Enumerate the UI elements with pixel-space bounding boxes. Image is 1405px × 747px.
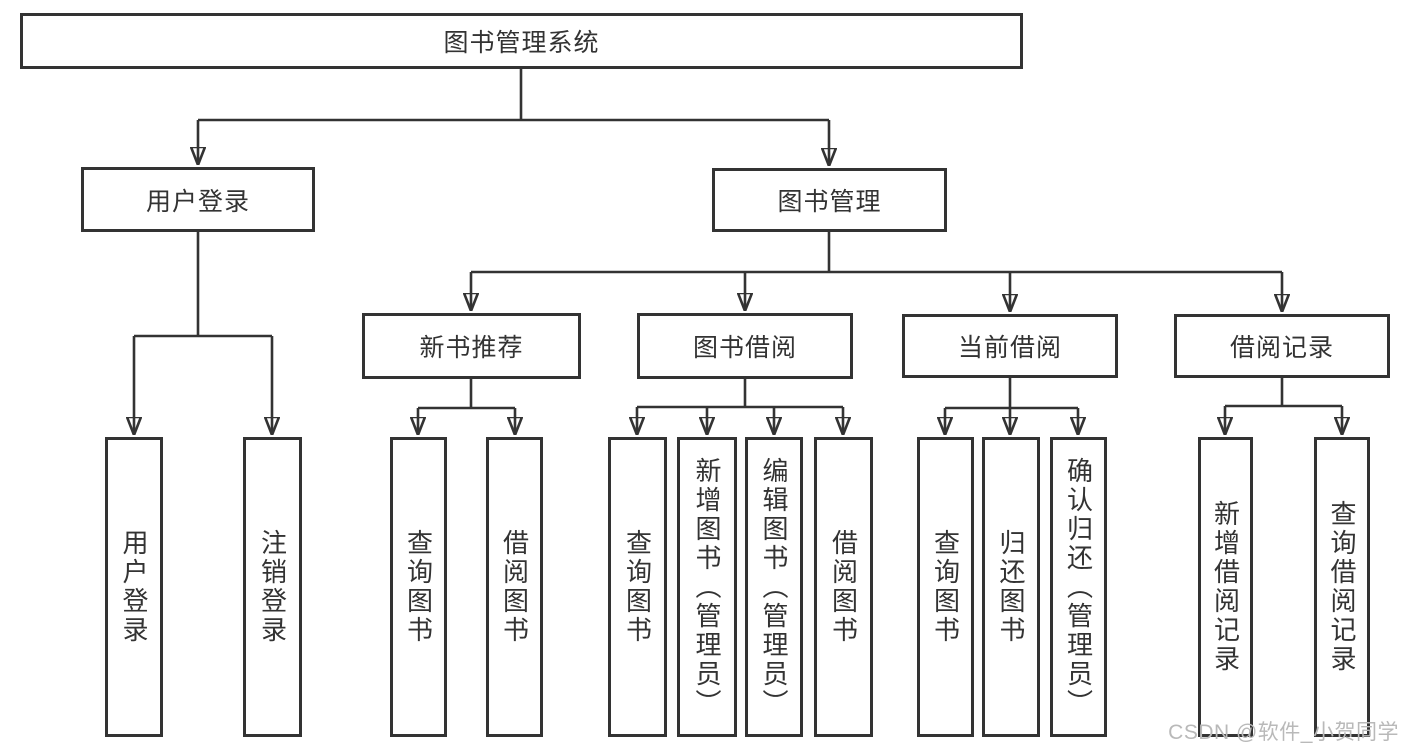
leaf-label: 借阅图书 [499, 529, 530, 645]
leaf-query-borrow-record: 查询借阅记录 [1314, 437, 1370, 737]
leaf-logout: 注销登录 [243, 437, 302, 737]
leaf-confirm-return-admin: 确认归还（管理员） [1050, 437, 1107, 737]
node-book-management: 图书管理 [712, 168, 947, 232]
leaf-label: 新增图书（管理员） [692, 456, 722, 718]
edges-user-login [134, 232, 272, 435]
leaf-add-book-admin: 新增图书（管理员） [677, 437, 737, 737]
leaf-label: 查询图书 [622, 529, 653, 645]
leaf-label: 确认归还（管理员） [1063, 456, 1094, 718]
leaf-label: 编辑图书（管理员） [759, 456, 789, 718]
node-user-login: 用户登录 [81, 167, 315, 232]
edges-borrow-records [1225, 377, 1342, 435]
leaf-label: 新增借阅记录 [1210, 500, 1241, 674]
leaf-query-books-2: 查询图书 [608, 437, 667, 737]
csdn-watermark: CSDN @软件_小贺同学 [1168, 721, 1399, 744]
leaf-label: 借阅图书 [828, 529, 859, 645]
leaf-label: 归还图书 [996, 529, 1026, 645]
node-library-system: 图书管理系统 [20, 13, 1023, 69]
leaf-query-books-3: 查询图书 [917, 437, 974, 737]
leaf-label: 查询图书 [403, 529, 434, 645]
node-current-borrow: 当前借阅 [902, 314, 1118, 378]
leaf-add-borrow-record: 新增借阅记录 [1198, 437, 1253, 737]
edges-book-borrow [637, 379, 843, 435]
node-new-book-recommend: 新书推荐 [362, 313, 581, 379]
leaf-return-book: 归还图书 [982, 437, 1040, 737]
leaf-borrow-books-1: 借阅图书 [486, 437, 543, 737]
edges-new-book [418, 379, 515, 435]
node-book-borrow: 图书借阅 [637, 313, 853, 379]
leaf-borrow-books-2: 借阅图书 [814, 437, 873, 737]
node-borrow-records: 借阅记录 [1174, 314, 1390, 378]
leaf-query-books-1: 查询图书 [390, 437, 447, 737]
leaf-edit-book-admin: 编辑图书（管理员） [745, 437, 803, 737]
leaf-label: 查询借阅记录 [1327, 500, 1357, 674]
leaf-label: 查询图书 [930, 529, 961, 645]
leaf-label: 注销登录 [257, 529, 288, 645]
leaf-user-login: 用户登录 [105, 437, 163, 737]
edges-current-borrow [945, 377, 1078, 435]
edges-book-management [471, 232, 1282, 312]
leaf-label: 用户登录 [119, 529, 149, 645]
edges-root [198, 69, 829, 166]
